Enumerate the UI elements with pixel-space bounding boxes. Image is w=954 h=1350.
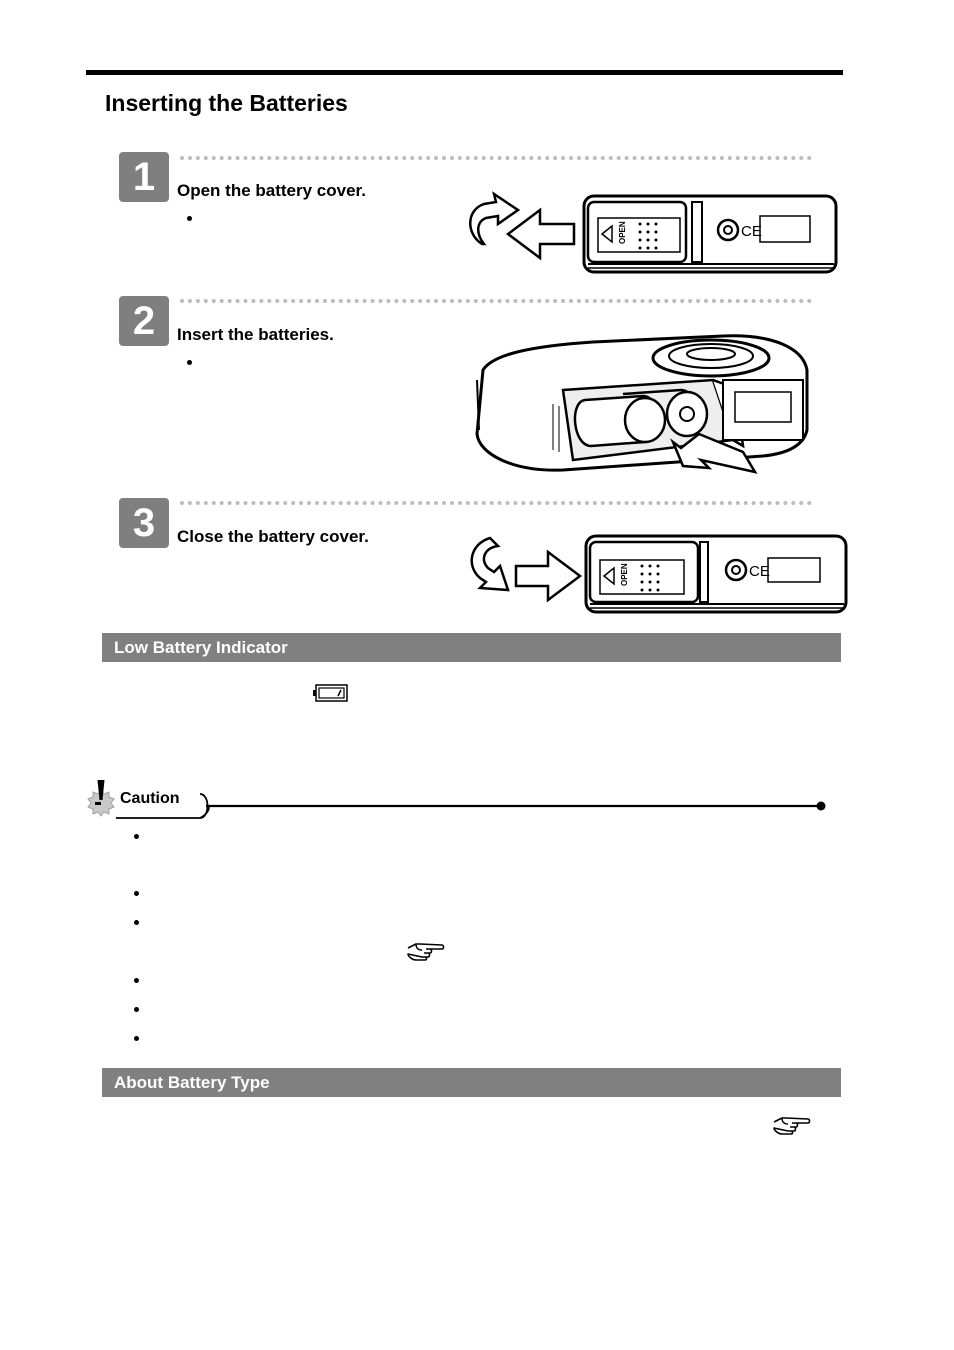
open-label: OPEN	[620, 563, 629, 586]
caution-bullet	[134, 978, 139, 983]
rotate-arrow-icon	[470, 536, 510, 592]
step-2-bullet	[187, 360, 192, 365]
step-1-title: Open the battery cover.	[177, 181, 366, 200]
right-arrow-icon	[514, 549, 583, 603]
close-cover-figure: OPEN CE	[470, 534, 848, 614]
open-cover-figure: OPEN CE	[469, 191, 838, 274]
step-3-badge: 3	[119, 498, 169, 548]
step-2-title: Insert the batteries.	[177, 325, 334, 344]
insert-batteries-figure	[475, 334, 809, 474]
caution-bullet	[134, 1007, 139, 1012]
step-1-badge: 1	[119, 152, 169, 202]
low-battery-section-header: Low Battery Indicator	[102, 633, 841, 662]
rotate-arrow-icon	[469, 191, 521, 246]
open-label: OPEN	[618, 221, 627, 244]
caution-label: Caution	[120, 790, 180, 807]
page-title: Inserting the Batteries	[105, 90, 348, 116]
caution-burst-icon	[87, 780, 115, 817]
caution-bullet	[134, 920, 139, 925]
pointing-hand-icon	[407, 943, 445, 961]
step-3-divider	[180, 501, 812, 505]
step-3-title: Close the battery cover.	[177, 527, 369, 546]
caution-bullet	[134, 891, 139, 896]
step-1-divider	[180, 156, 812, 160]
low-battery-icon	[313, 684, 348, 702]
step-1-bullet	[187, 216, 192, 221]
step-2-divider	[180, 299, 812, 303]
caution-bullet	[134, 834, 139, 839]
pointing-hand-icon	[773, 1117, 811, 1135]
about-battery-section-header: About Battery Type	[102, 1068, 841, 1097]
top-rule	[86, 70, 843, 75]
left-arrow-icon	[505, 207, 576, 261]
caution-rule	[116, 793, 826, 819]
ce-label: CE	[741, 223, 762, 240]
step-2-badge: 2	[119, 296, 169, 346]
ce-label: CE	[749, 563, 770, 580]
caution-bullet	[134, 1036, 139, 1041]
